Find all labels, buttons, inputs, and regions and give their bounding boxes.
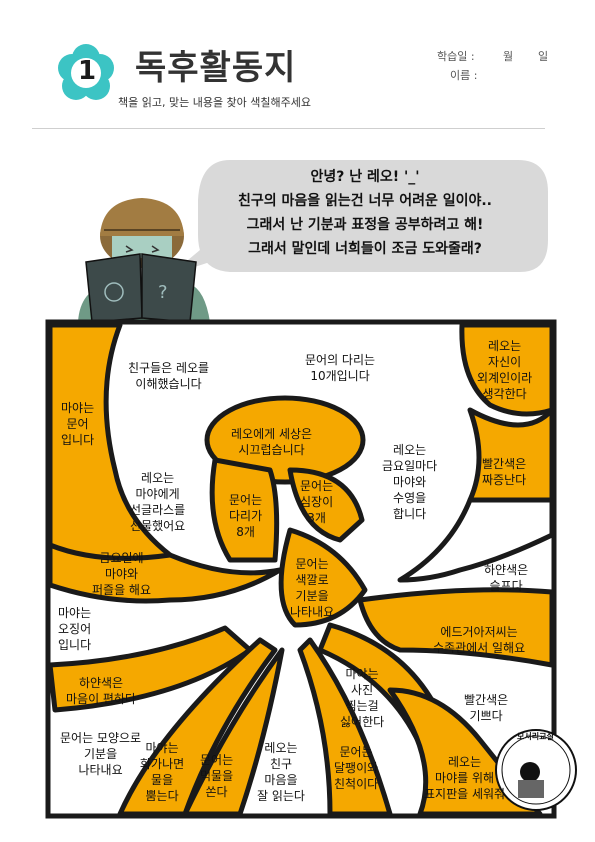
page-subtitle: 책을 읽고, 맞는 내용을 찾아 색칠해주세요 — [118, 96, 312, 109]
day-label: 일 — [538, 50, 549, 63]
date-label: 학습일 : — [437, 50, 475, 63]
puzzle-regions — [47, 322, 555, 817]
leo-character-illustration: ? — [78, 198, 210, 323]
speech-line: 안녕? 난 레오! '_' — [310, 169, 420, 185]
speech-line: 친구의 마음을 읽는건 너무 어려운 일이야.. — [238, 193, 492, 209]
svg-text:?: ? — [158, 282, 168, 303]
speech-line: 그래서 난 기분과 표정을 공부하려고 해! — [246, 217, 484, 233]
mosori-stamp — [495, 729, 577, 811]
name-label: 이름 : — [450, 69, 478, 82]
header-divider — [32, 128, 545, 129]
page-title: 독후활동지 — [135, 48, 297, 88]
badge-number: 1 — [77, 56, 97, 86]
speech-text: 안녕? 난 레오! '_' 친구의 마음을 읽는건 너무 어려운 일이야.. 그… — [215, 165, 515, 261]
stamp-label: 모서리교실 — [517, 732, 554, 741]
speech-bubble — [170, 160, 548, 275]
number-badge — [58, 44, 114, 100]
month-label: 월 — [503, 50, 514, 63]
speech-line: 그래서 말인데 너희들이 조금 도와줄래? — [248, 241, 482, 257]
